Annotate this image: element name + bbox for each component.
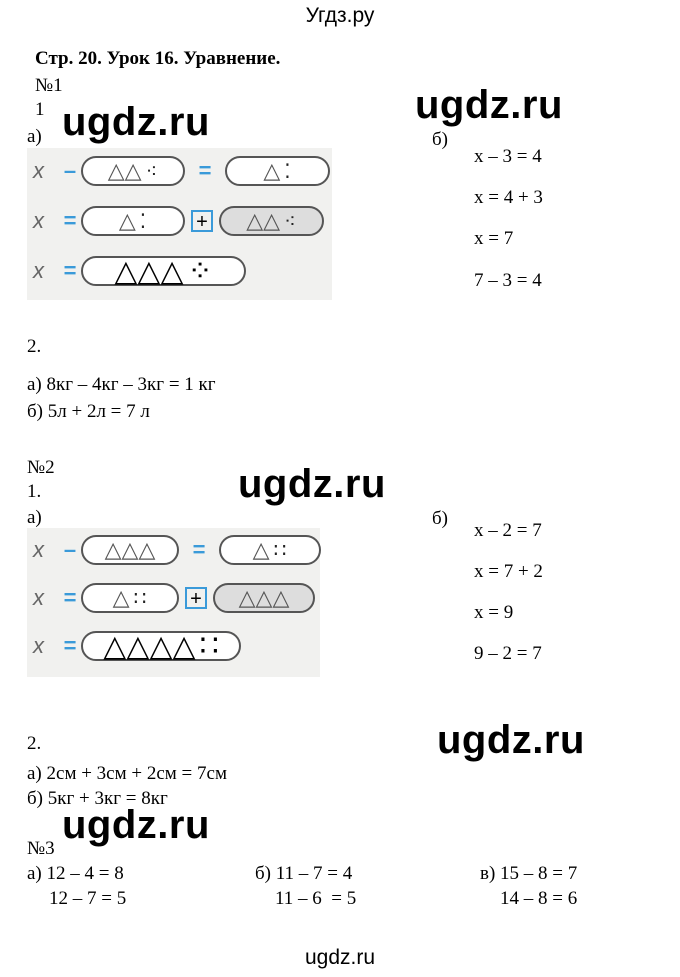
ex1-part2-b: б) 5л + 2л = 7 л [27,401,150,422]
equation-line: 9 – 2 = 7 [474,643,542,664]
ex1-part1-label: 1 [35,99,45,120]
ex2-part2-b: б) 5кг + 3кг = 8кг [27,788,168,809]
equation-line: 7 – 3 = 4 [474,270,542,291]
ex1-number: №1 [35,75,63,96]
equals-sign: = [63,633,77,658]
ex3-c-line2: 14 – 8 = 6 [500,888,578,909]
equation-line: x = 7 [474,228,514,249]
plus-box: + [191,210,213,232]
x-label: x [33,158,44,183]
triangles: △ [112,585,130,610]
ex2-a-label: а) [27,507,42,528]
x-label: x [33,585,44,610]
x-label: x [33,633,44,658]
watermark: ugdz.ru [238,462,386,506]
ex1-scheme-image: x– △△⁖ = △⁚ x= △⁚ + △△⁖ x= △△△⁘ [27,148,332,300]
triangles: △ [263,158,281,183]
ex3-c-line1: в) 15 – 8 = 7 [480,863,578,884]
equals-sign: = [192,537,206,562]
ex3-a-line1: а) 12 – 4 = 8 [27,863,124,884]
triangles: △△△ [238,585,290,610]
ex2-part2-label: 2. [27,733,42,754]
ex1-part2-a: а) 8кг – 4кг – 3кг = 1 кг [27,374,216,395]
minus-sign: – [63,158,77,183]
triangles: △ [118,208,136,233]
ex1-part2-label: 2. [27,336,42,357]
equation-line: x – 3 = 4 [474,146,542,167]
equals-sign: = [198,158,212,183]
ex2-number: №2 [27,457,55,478]
dots: ⁚ [139,210,148,233]
x-label: x [33,537,44,562]
x-label: x [33,258,44,283]
dots: ∷ [199,629,219,663]
minus-sign: – [63,537,77,562]
equation-line: x = 9 [474,602,514,623]
triangles: △△ [107,158,142,183]
plus-box: + [185,587,207,609]
ex2-b-label: б) [432,508,448,529]
watermark: ugdz.ru [415,83,563,127]
page-title: Стр. 20. Урок 16. Уравнение. [35,48,281,69]
equals-sign: = [63,258,77,283]
ex1-a-label: а) [27,126,42,147]
triangles: △△ [246,208,281,233]
ex3-b-line1: б) 11 – 7 = 4 [255,863,353,884]
x-label: x [33,208,44,233]
ex2-part1-label: 1. [27,481,42,502]
dots: ∷ [273,539,288,562]
triangles: △△△△ [103,629,196,663]
equation-line: x – 2 = 7 [474,520,542,541]
equation-line: x = 4 + 3 [474,187,543,208]
watermark: ugdz.ru [62,803,210,847]
site-footer: ugdz.ru [304,946,376,969]
equals-sign: = [63,585,77,610]
triangles: △△△ [114,254,184,288]
site-header: Угдз.ру [305,4,375,27]
ex3-b-line2: 11 – 6 = 5 [275,888,357,909]
watermark: ugdz.ru [62,100,210,144]
dots: ⁖ [284,210,297,233]
ex1-b-label: б) [432,129,448,150]
ex3-number: №3 [27,838,55,859]
dots: ⁖ [145,160,159,183]
dots: ∷ [133,587,148,610]
dots: ⁚ [284,160,292,183]
triangles: △△△ [104,537,156,562]
watermark: ugdz.ru [437,718,585,762]
ex3-a-line2: 12 – 7 = 5 [49,888,127,909]
equals-sign: = [63,208,77,233]
ex2-part2-a: а) 2см + 3см + 2см = 7см [27,763,227,784]
dots: ⁘ [187,254,213,288]
equation-line: x = 7 + 2 [474,561,543,582]
triangles: △ [252,537,270,562]
ex2-scheme-image: x– △△△ = △∷ x= △∷ + △△△ x= △△△△∷ [27,528,321,677]
